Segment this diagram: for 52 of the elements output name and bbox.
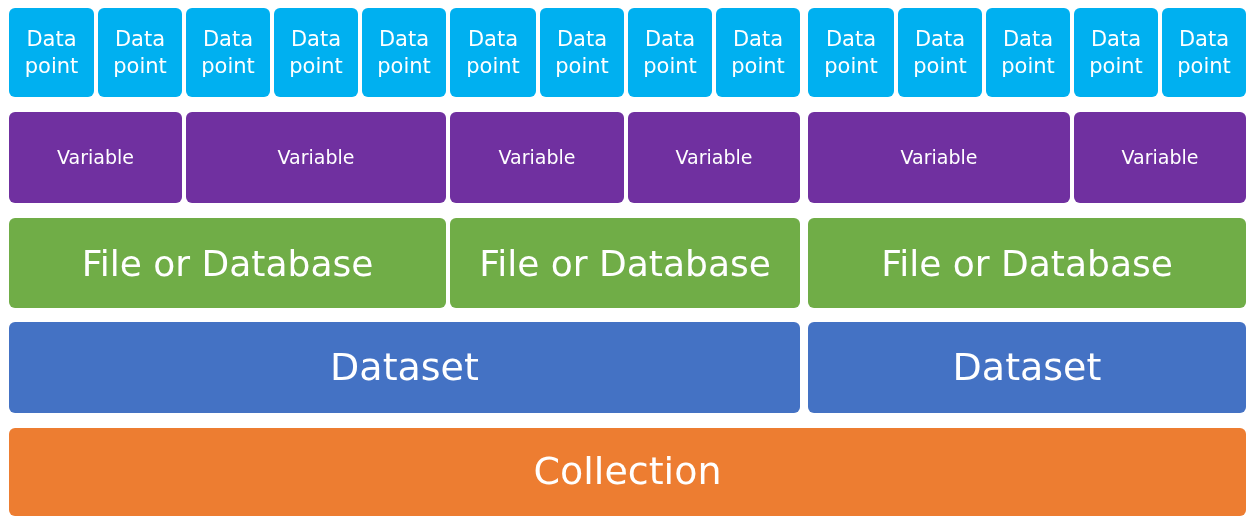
node-label: Variable — [277, 145, 355, 170]
dataset-box — [808, 322, 1246, 413]
node-label: Data point — [730, 26, 786, 79]
variable-box — [808, 112, 1070, 203]
data-point-box — [716, 8, 800, 97]
node-label: File or Database — [81, 241, 374, 286]
node-label: Data point — [23, 26, 80, 79]
node-label: Data point — [1176, 26, 1232, 79]
data-point-box — [1162, 8, 1246, 97]
data-point-box — [98, 8, 182, 97]
data-point-box — [898, 8, 982, 97]
node-label: Dataset — [952, 343, 1102, 391]
data-point-box — [1074, 8, 1158, 97]
node-label: Data point — [376, 26, 432, 79]
data-point-box — [274, 8, 358, 97]
node-label: Variable — [57, 145, 134, 170]
variable-box — [1074, 112, 1246, 203]
node-label: File or Database — [881, 241, 1173, 286]
data-point-box — [450, 8, 536, 97]
data-point-box — [540, 8, 624, 97]
node-label: Variable — [900, 145, 978, 170]
node-label: Data point — [200, 26, 256, 79]
variable-box — [9, 112, 182, 203]
node-label: Data point — [1088, 26, 1144, 79]
node-label: Collection — [533, 448, 722, 496]
data-point-box — [186, 8, 270, 97]
node-label: Variable — [1121, 145, 1199, 170]
node-label: Data point — [912, 26, 968, 79]
file-or-database-box — [450, 218, 800, 308]
data-point-box — [362, 8, 446, 97]
node-label: Data point — [112, 26, 168, 79]
data-point-box — [628, 8, 712, 97]
node-label: Variable — [498, 145, 576, 170]
variable-box — [628, 112, 800, 203]
file-or-database-box — [9, 218, 446, 308]
node-label: Data point — [823, 26, 879, 79]
node-label: Data point — [642, 26, 698, 79]
node-label: Dataset — [330, 343, 479, 391]
data-point-box — [808, 8, 894, 97]
variable-box — [450, 112, 624, 203]
collection-box — [9, 428, 1246, 516]
dataset-box — [9, 322, 800, 413]
node-label: File or Database — [479, 241, 771, 286]
node-label: Data point — [554, 26, 610, 79]
data-point-box — [986, 8, 1070, 97]
node-label: Data point — [465, 26, 521, 79]
node-label: Variable — [675, 145, 753, 170]
node-label: Data point — [288, 26, 344, 79]
data-point-box — [9, 8, 94, 97]
node-label: Data point — [1000, 26, 1056, 79]
file-or-database-box — [808, 218, 1246, 308]
variable-box — [186, 112, 446, 203]
